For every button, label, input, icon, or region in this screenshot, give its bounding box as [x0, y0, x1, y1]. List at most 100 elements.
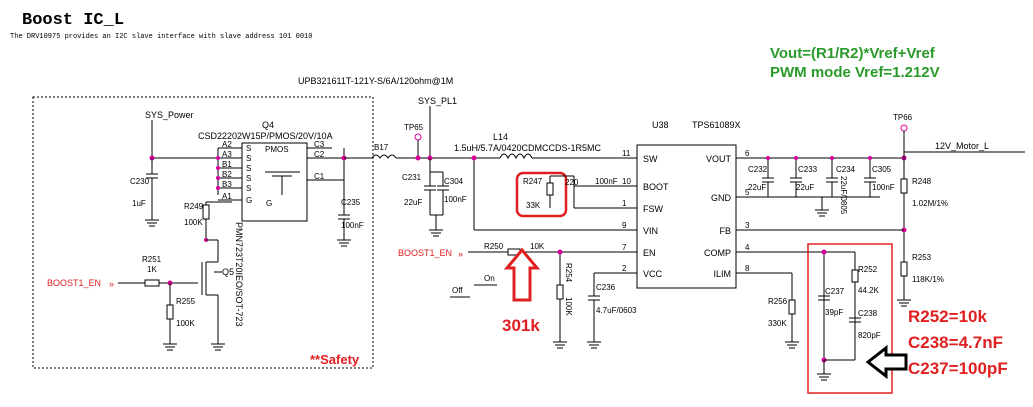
- ic-u38: U38 TPS61089X 11SW10BOOT1FSW9VIN7EN2VCC …: [612, 120, 760, 289]
- u38-pin-1: 1: [622, 199, 627, 208]
- svg-text:Q4: Q4: [262, 120, 274, 130]
- change-arrow-up: [503, 247, 541, 302]
- q4-pin-letter: S: [246, 164, 251, 173]
- svg-text:22uF: 22uF: [748, 183, 766, 192]
- net-12v-motor: 12V_Motor_L: [935, 141, 989, 151]
- svg-text:10K: 10K: [530, 242, 545, 251]
- u38-pin-11: 11: [622, 149, 631, 158]
- q4-pin-a2: A2: [222, 140, 232, 149]
- resistor-r253: R253 118K/1%: [900, 253, 944, 284]
- svg-text:Q5: Q5: [222, 267, 234, 277]
- switch-off-label: Off: [452, 286, 463, 295]
- u38-pin-name-ilim: ILIM: [713, 269, 731, 279]
- svg-text:B17: B17: [374, 143, 389, 152]
- vref-note: PWM mode Vref=1.212V: [770, 64, 940, 81]
- u38-pin-name-fsw: FSW: [643, 204, 664, 214]
- ground-icon: [897, 299, 911, 307]
- svg-text:C230: C230: [130, 177, 150, 186]
- u38-pin-6: 6: [745, 149, 750, 158]
- switch-on-label: On: [484, 274, 495, 283]
- resistor-r256: R256 330K: [768, 273, 799, 349]
- svg-text:C236: C236: [596, 283, 616, 292]
- u38-pin-name-gnd: GND: [711, 193, 732, 203]
- q4-pin-letter: S: [246, 154, 251, 163]
- u38-pin-3: 3: [745, 221, 750, 230]
- q4-pin-a3: A3: [222, 150, 232, 159]
- capacitor-c305: C305 100nF: [864, 156, 895, 197]
- u38-pin-name-sw: SW: [643, 154, 658, 164]
- capacitor-c235: C235 100nF: [337, 198, 364, 247]
- svg-text:4.7uF/0603: 4.7uF/0603: [596, 306, 637, 315]
- inductor-l14: L14: [493, 132, 533, 160]
- resistor-r254: R254 100K: [553, 249, 573, 349]
- page-subtitle: The DRV10975 provides an I2C slave inter…: [10, 33, 312, 41]
- resistor-r247: R247 33K: [523, 176, 554, 210]
- svg-text:R252: R252: [858, 265, 878, 274]
- net-sys-pl1: SYS_PL1: [418, 96, 457, 106]
- capacitor-c230: C230 1uF: [130, 158, 159, 227]
- svg-text:39pF: 39pF: [825, 308, 843, 317]
- svg-text:CSD22202W15P/PMOS/20V/10A: CSD22202W15P/PMOS/20V/10A: [198, 131, 333, 141]
- r247-new-value: 301k: [502, 316, 540, 335]
- u38-pin-7: 7: [622, 243, 627, 252]
- capacitor-c238: C238 820pF: [849, 309, 881, 340]
- net-boost-en-right: BOOST1_EN: [398, 248, 452, 258]
- svg-text:TP66: TP66: [893, 113, 913, 122]
- svg-text:R255: R255: [176, 297, 196, 306]
- safety-box: [32, 96, 374, 369]
- capacitor-c233: C233 22uF: [790, 156, 818, 197]
- q4-pin-b2: B2: [222, 170, 232, 179]
- capacitor-c232: C232 22uF: [748, 156, 774, 197]
- svg-text:R253: R253: [912, 253, 932, 262]
- svg-text:R256: R256: [768, 297, 788, 306]
- svg-text:R247: R247: [523, 177, 543, 186]
- q4-pin-letter: S: [246, 184, 251, 193]
- q4-pin-b1: B1: [222, 160, 232, 169]
- arrow-icon: »: [458, 249, 463, 259]
- capacitor-c237: C237 39pF: [818, 287, 845, 317]
- q4-pin-a1: A1: [222, 192, 232, 201]
- r247-highlight: [515, 171, 568, 218]
- u38-pin-name-vout: VOUT: [706, 154, 732, 164]
- u38-pin-name-vcc: VCC: [643, 269, 663, 279]
- ground-icon: [817, 373, 831, 381]
- testpoint-tp65: TP65: [404, 123, 424, 161]
- capacitor-c231: C231 22uF: [402, 158, 436, 215]
- page-title: Boost IC_L: [22, 11, 124, 30]
- svg-text:PMOS: PMOS: [265, 145, 289, 154]
- u38-pin-10: 10: [622, 177, 631, 186]
- svg-text:L14: L14: [493, 132, 508, 142]
- u38-pin-name-boot: BOOT: [643, 182, 669, 192]
- svg-text:PMN723T20IEO/SOT-723: PMN723T20IEO/SOT-723: [234, 222, 244, 327]
- svg-text:R251: R251: [142, 255, 162, 264]
- ground-icon: [429, 229, 443, 237]
- svg-text:100nF: 100nF: [872, 183, 895, 192]
- resistor-r248: R248 1.02M/1%: [900, 177, 948, 208]
- ground-icon: [587, 341, 601, 349]
- change-r252: R252=10k: [908, 307, 987, 326]
- ground-icon: [553, 341, 567, 349]
- capacitor-c234: C234 22uF/0805: [826, 156, 856, 215]
- svg-text:1K: 1K: [147, 265, 157, 274]
- svg-text:C304: C304: [444, 177, 464, 186]
- q4-pin-c3: C3: [314, 140, 325, 149]
- svg-text:100nF: 100nF: [595, 177, 618, 186]
- transistor-q5: Q5 PMN723T20IEO/SOT-723: [201, 222, 244, 351]
- change-c238: C238=4.7nF: [908, 333, 1003, 352]
- svg-text:820pF: 820pF: [858, 331, 881, 340]
- ground-icon: [145, 219, 159, 227]
- resistor-r250: R250 10K: [484, 242, 545, 256]
- u38-pin-name-en: EN: [643, 248, 656, 258]
- svg-text:C231: C231: [402, 173, 422, 182]
- svg-text:C233: C233: [798, 165, 818, 174]
- svg-text:22uF: 22uF: [796, 183, 814, 192]
- svg-text:R254: R254: [564, 263, 573, 283]
- svg-text:U38: U38: [652, 120, 669, 130]
- u38-pin-name-fb: FB: [719, 226, 731, 236]
- b17-value: UPB321611T-121Y-S/6A/120ohm@1M: [298, 76, 453, 86]
- svg-text:C235: C235: [341, 198, 361, 207]
- svg-text:22uF/0805: 22uF/0805: [839, 176, 848, 215]
- svg-text:R249: R249: [184, 202, 204, 211]
- capacitor-c236: C236 4.7uF/0603: [587, 273, 637, 349]
- svg-text:1.02M/1%: 1.02M/1%: [912, 199, 948, 208]
